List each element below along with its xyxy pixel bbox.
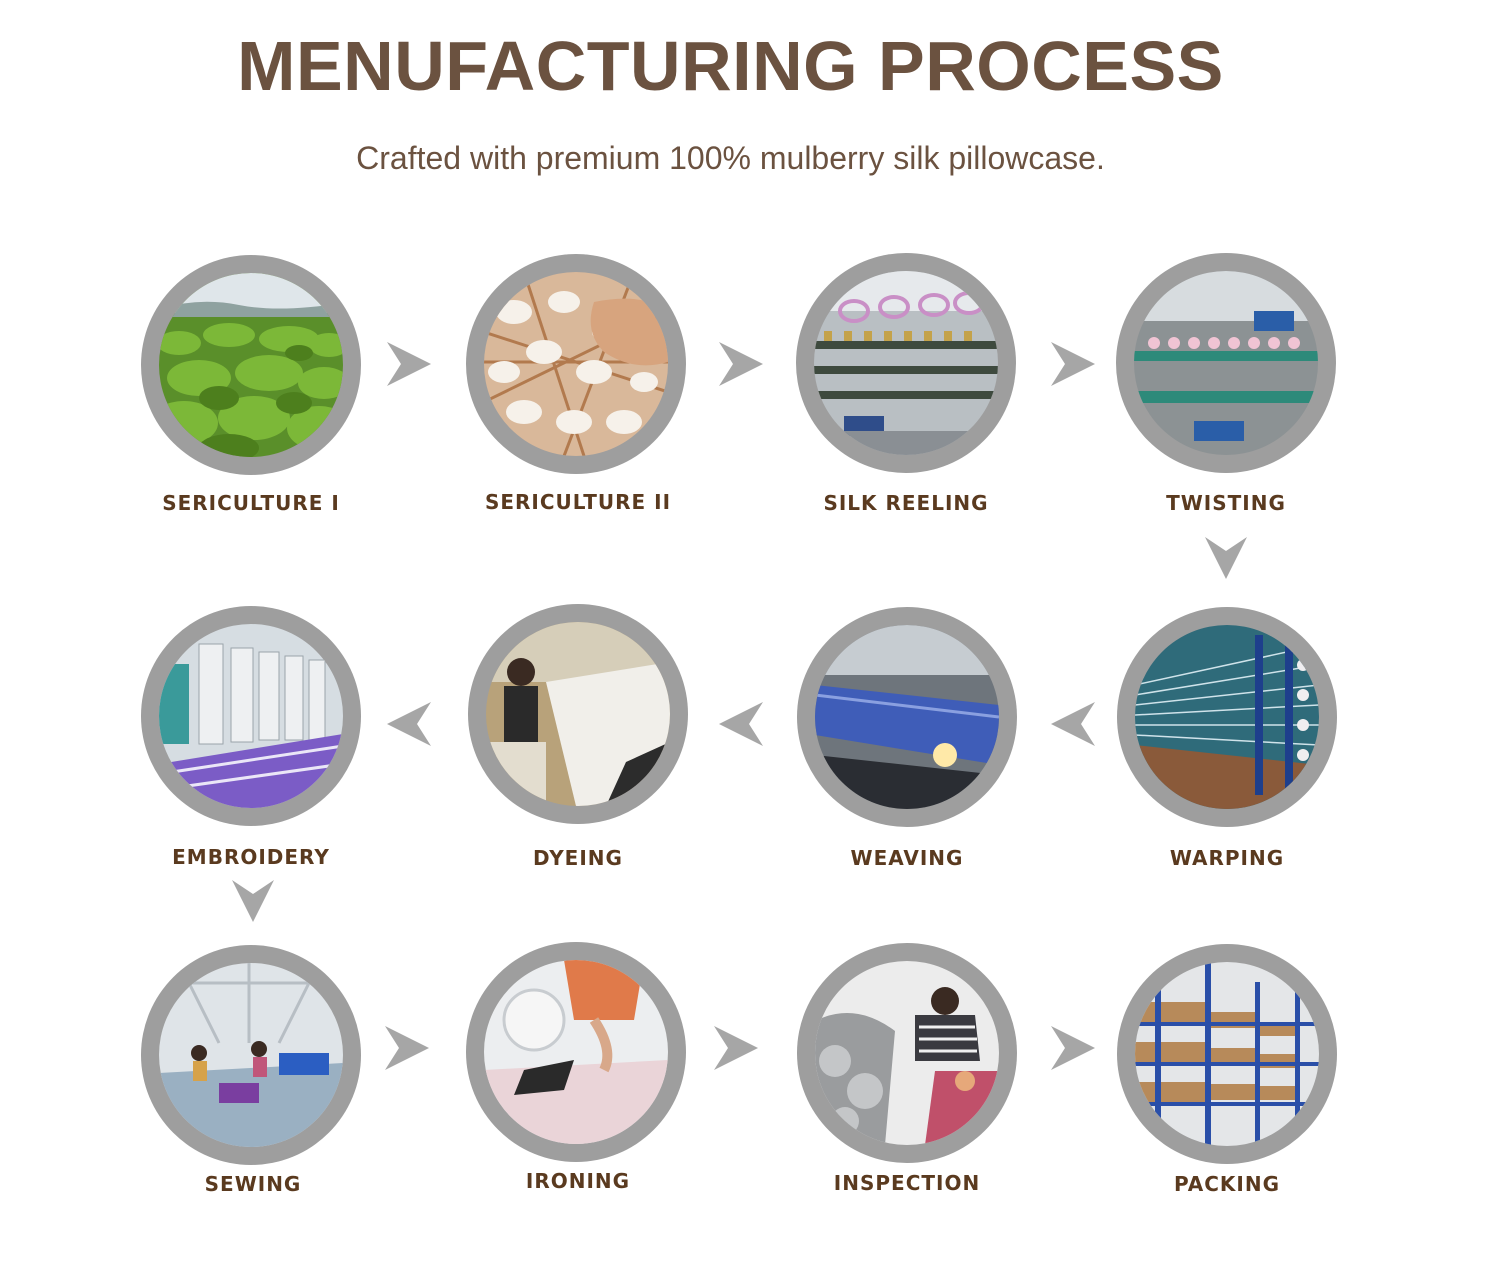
step-label-sericulture-2: SERICULTURE II	[484, 490, 672, 514]
step-label-twisting: TWISTING	[1166, 491, 1286, 515]
arrow-left-icon	[385, 700, 433, 748]
arrow-right-icon	[717, 340, 765, 388]
step-embroidery	[141, 606, 361, 826]
silk-cocoons-photo	[484, 272, 668, 456]
step-weaving	[797, 607, 1017, 827]
step-dyeing	[468, 604, 688, 824]
step-label-warping: WARPING	[1169, 846, 1285, 870]
arrow-right-icon	[385, 340, 433, 388]
step-twisting	[1116, 253, 1336, 473]
dyeing-photo	[486, 622, 670, 806]
step-silk-reeling	[796, 253, 1016, 473]
arrow-right-icon	[1049, 1024, 1097, 1072]
arrow-left-icon	[717, 700, 765, 748]
step-sericulture-1	[141, 255, 361, 475]
inspection-photo	[815, 961, 999, 1145]
step-label-silk-reeling: SILK REELING	[823, 491, 989, 515]
step-inspection	[797, 943, 1017, 1163]
sewing-workshop-photo	[159, 963, 343, 1147]
step-label-sericulture-1: SERICULTURE I	[162, 491, 340, 515]
step-ironing	[466, 942, 686, 1162]
step-label-weaving: WEAVING	[850, 846, 964, 870]
step-sewing	[141, 945, 361, 1165]
arrow-down-icon	[230, 878, 276, 924]
step-label-ironing: IRONING	[525, 1169, 631, 1193]
ironing-photo	[484, 960, 668, 1144]
page-subtitle: Crafted with premium 100% mulberry silk …	[356, 140, 1105, 176]
mulberry-leaves-photo	[159, 273, 343, 457]
arrow-right-icon	[712, 1024, 760, 1072]
arrow-right-icon	[383, 1024, 431, 1072]
twisting-machine-photo	[1134, 271, 1318, 455]
embroidery-machine-photo	[159, 624, 343, 808]
step-label-inspection: INSPECTION	[833, 1171, 981, 1195]
step-packing	[1117, 944, 1337, 1164]
page-title: MENUFACTURING PROCESS	[237, 27, 1224, 105]
step-label-dyeing: DYEING	[533, 846, 623, 870]
step-label-sewing: SEWING	[204, 1172, 302, 1196]
arrow-right-icon	[1049, 340, 1097, 388]
arrow-down-icon	[1203, 535, 1249, 581]
packing-shelves-photo	[1135, 962, 1319, 1146]
step-sericulture-2	[466, 254, 686, 474]
weaving-loom-photo	[815, 625, 999, 809]
arrow-left-icon	[1049, 700, 1097, 748]
step-warping	[1117, 607, 1337, 827]
step-label-packing: PACKING	[1173, 1172, 1281, 1196]
warping-photo	[1135, 625, 1319, 809]
reeling-machine-photo	[814, 271, 998, 455]
step-label-embroidery: EMBROIDERY	[172, 845, 330, 869]
